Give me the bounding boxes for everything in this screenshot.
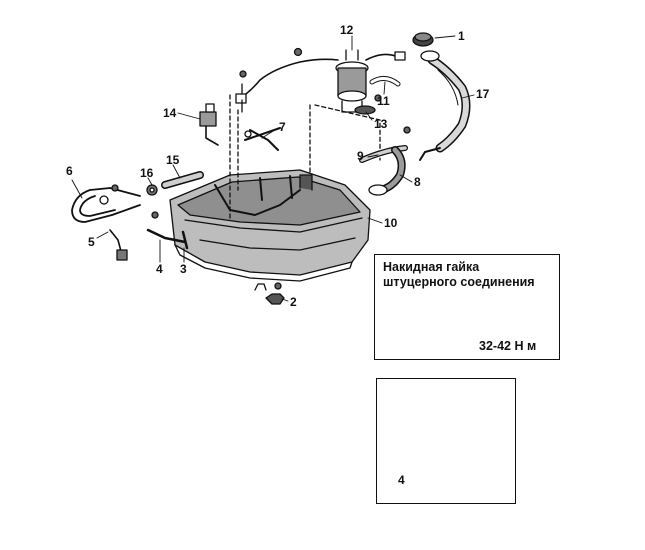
flare-nut-inset: Накидная гайка штуцерного соединения 32-… [374, 254, 560, 360]
callout-15: 15 [166, 153, 180, 167]
callout-leaders [71, 35, 475, 302]
callout-17: 17 [476, 87, 490, 101]
callout-1: 1 [458, 29, 465, 43]
hose-11 [369, 76, 401, 87]
inset-title-line1: Накидная гайка [383, 260, 480, 274]
callout-13: 13 [374, 117, 388, 131]
sender-14 [199, 103, 219, 146]
callout-2: 2 [290, 295, 297, 309]
filler-neck-17 [419, 50, 471, 161]
inset-callout-4: 4 [398, 473, 405, 487]
callout-3: 3 [180, 262, 187, 276]
clamp-5 [109, 229, 128, 261]
callout-11: 11 [377, 94, 390, 108]
nut-2 [254, 283, 285, 305]
callout-12: 12 [340, 23, 354, 37]
callout-4: 4 [156, 262, 163, 276]
callout-14: 14 [163, 106, 177, 120]
dashed-leaders [229, 94, 381, 221]
callout-16: 16 [140, 166, 154, 180]
tank-strap-4 [146, 228, 187, 244]
clip-inset: 4 [376, 378, 516, 504]
inset-title-line2: штуцерного соединения [383, 275, 535, 289]
hose-15 [161, 171, 204, 189]
small-nuts [111, 47, 411, 290]
callout-8: 8 [414, 175, 421, 189]
fuel-tank [169, 169, 371, 282]
filler-hose-9 [359, 145, 408, 163]
fuel-lines-6 [71, 187, 141, 223]
callout-10: 10 [384, 216, 398, 230]
fuel-cap-1 [412, 32, 434, 47]
fitting-16 [146, 184, 158, 196]
callout-7: 7 [279, 120, 286, 134]
pipe-7 [244, 127, 281, 151]
gasket-13 [354, 105, 376, 115]
callout-9: 9 [357, 149, 364, 163]
callout-6: 6 [66, 164, 73, 178]
torque-spec: 32-42 Н м [479, 339, 537, 353]
fuel-pump-assembly [335, 49, 369, 113]
wiring-harness [235, 51, 406, 113]
bolt-3 [181, 230, 189, 250]
callout-5: 5 [88, 235, 95, 249]
